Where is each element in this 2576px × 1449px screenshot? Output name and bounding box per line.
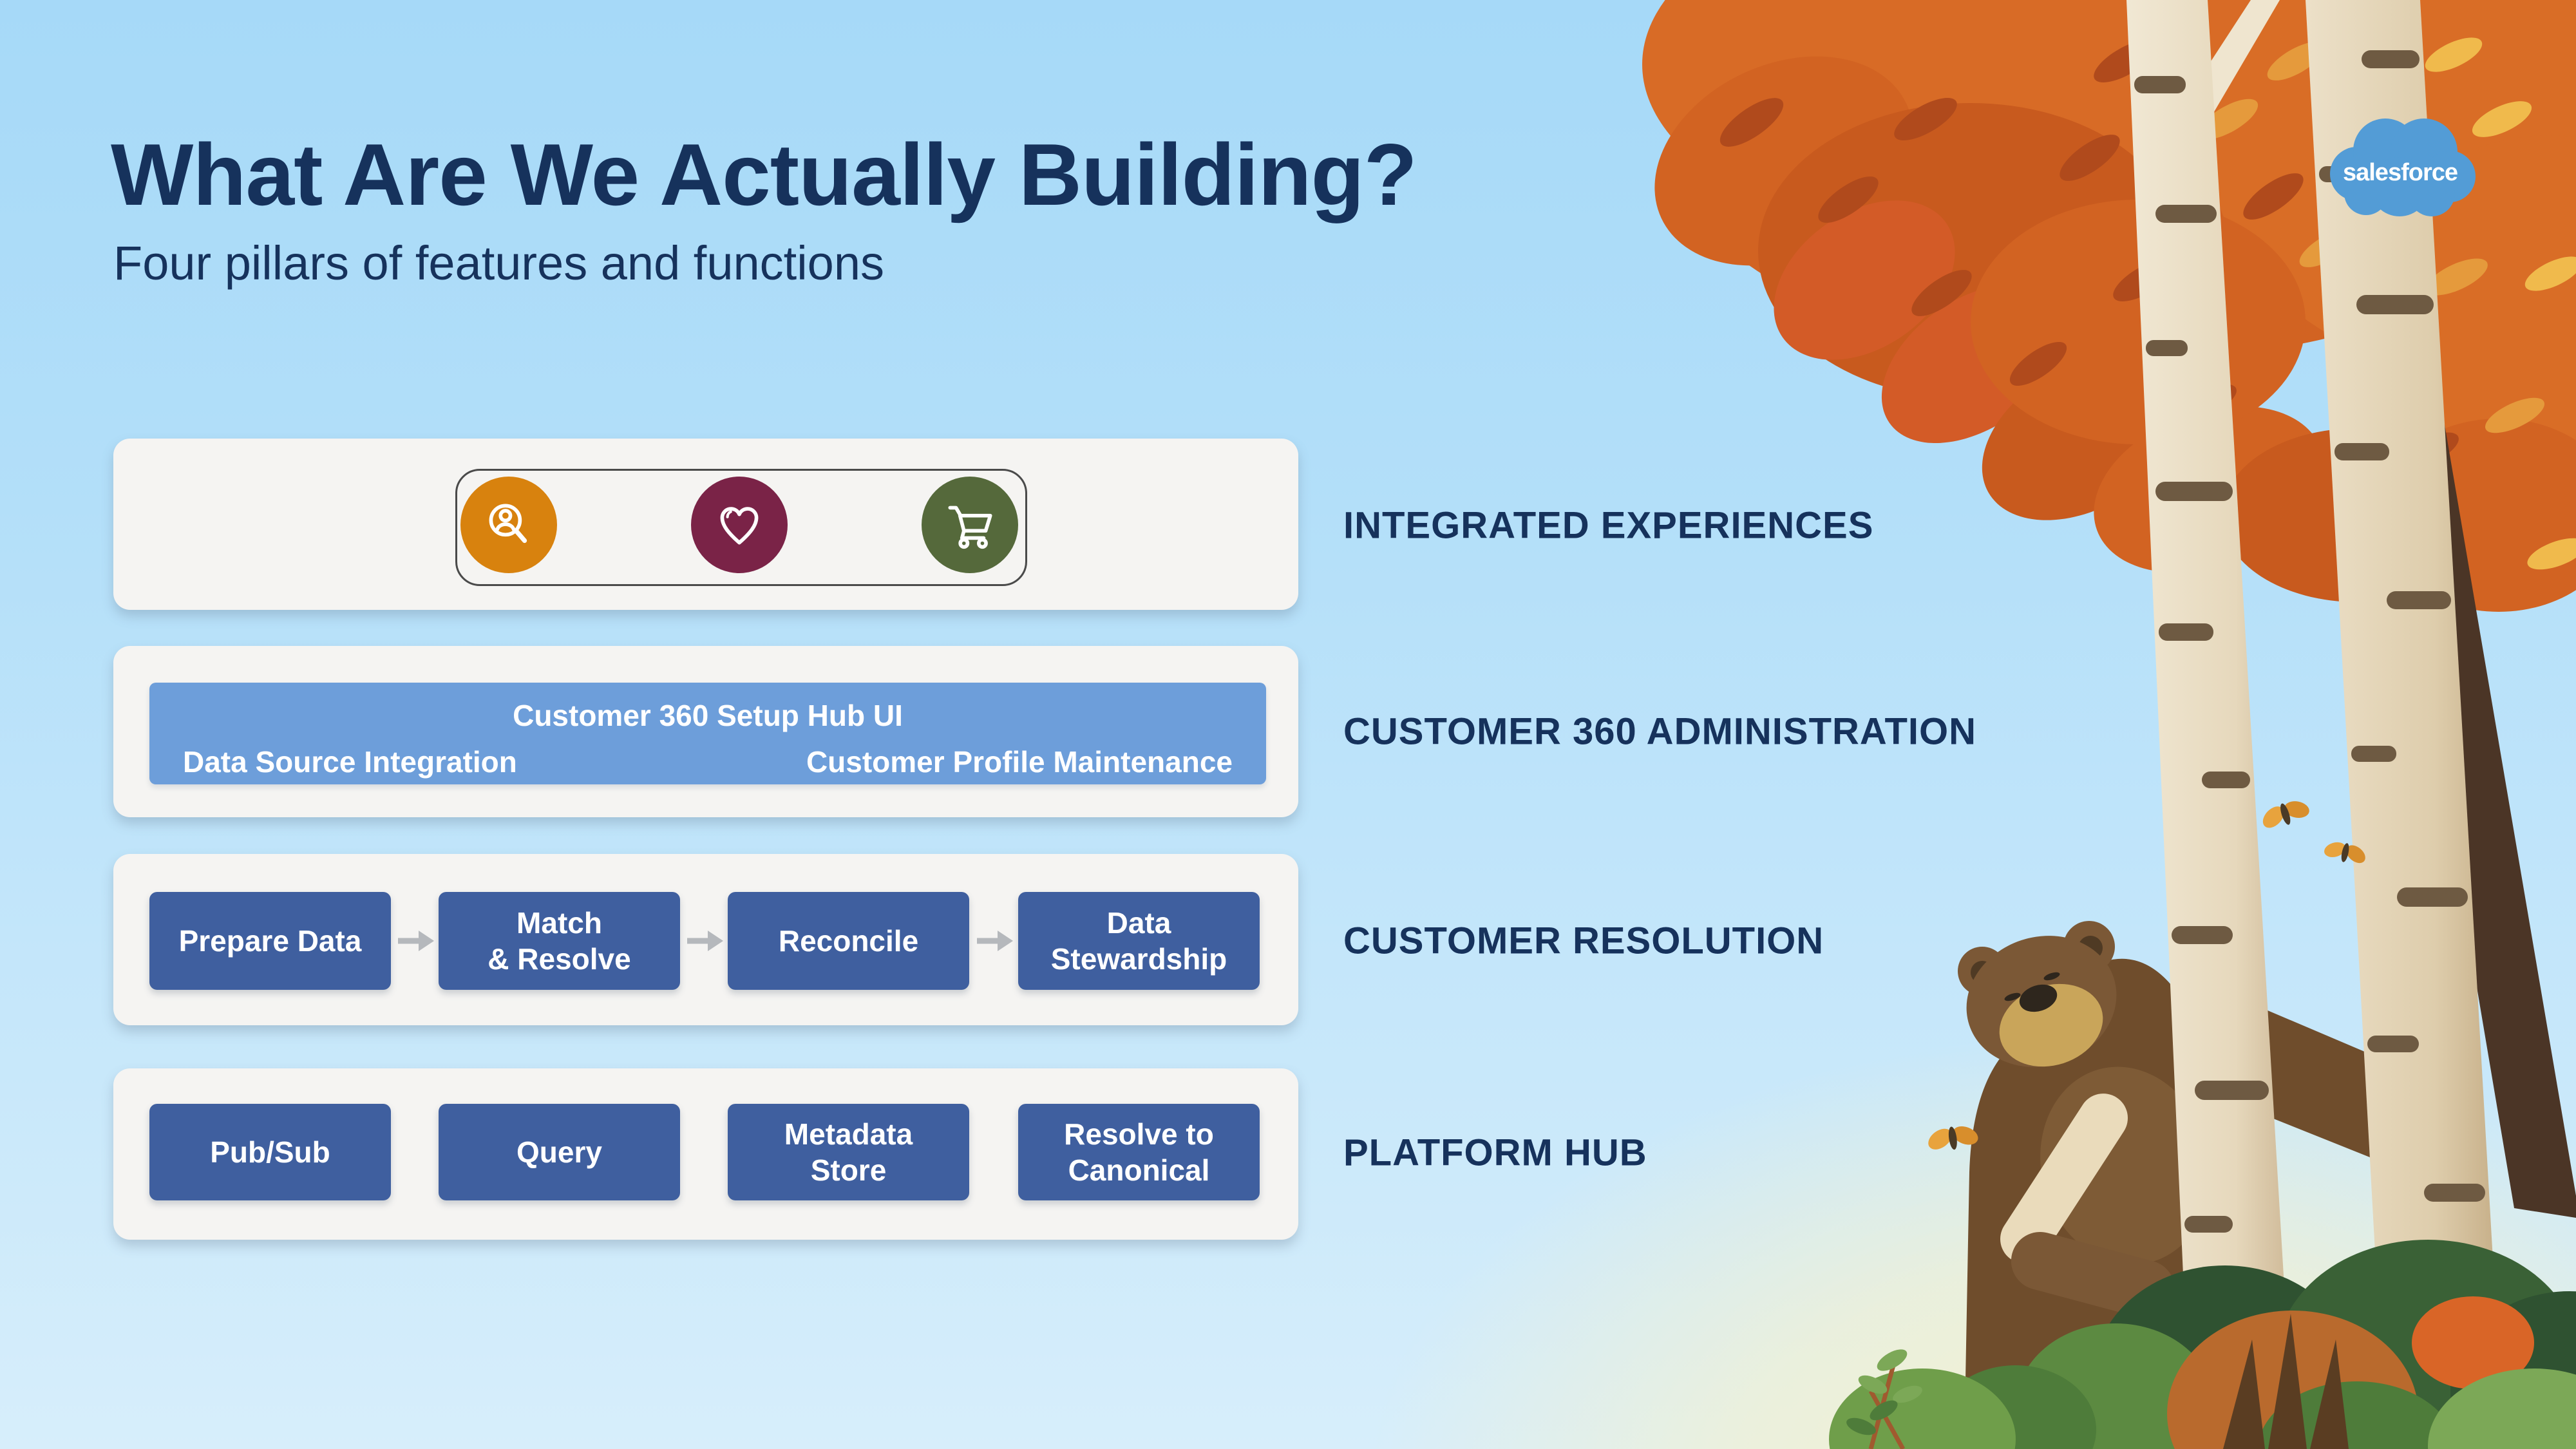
setup-hub-box: Customer 360 Setup Hub UI Data Source In… xyxy=(149,683,1266,784)
step-reconcile: Reconcile xyxy=(728,892,969,990)
module-resolve-to-canonical: Resolve to Canonical xyxy=(1018,1104,1260,1200)
cart-icon xyxy=(948,506,992,549)
page-title: What Are We Actually Building? xyxy=(111,126,1417,223)
step-match-resolve: Match & Resolve xyxy=(439,892,680,990)
hub-left-label: Data Source Integration xyxy=(183,745,517,779)
module-query: Query xyxy=(439,1104,680,1200)
experiences-icon-frame xyxy=(455,469,1027,586)
bushes-illustration xyxy=(1829,1240,2576,1449)
cart-badge xyxy=(922,477,1018,573)
birch-trunk-left xyxy=(2126,0,2294,1449)
module-pub-sub: Pub/Sub xyxy=(149,1104,391,1200)
salesforce-logo-text: salesforce xyxy=(2343,159,2458,186)
flow-arrow-icon xyxy=(685,925,724,956)
pillar-label-customer-resolution: CUSTOMER RESOLUTION xyxy=(1343,920,1824,962)
heart-badge xyxy=(691,477,788,573)
heart-icon xyxy=(720,507,759,545)
step-data-stewardship: Data Stewardship xyxy=(1018,892,1260,990)
pillar-label-platform-hub: PLATFORM HUB xyxy=(1343,1132,1647,1174)
pillar-label-integrated-experiences: INTEGRATED EXPERIENCES xyxy=(1343,504,1874,547)
user-search-icon xyxy=(489,504,527,544)
flow-arrow-icon xyxy=(974,925,1014,956)
user-search-badge xyxy=(460,477,557,573)
pillar-label-customer-360-administration: CUSTOMER 360 ADMINISTRATION xyxy=(1343,710,1977,753)
salesforce-cloud-icon xyxy=(2330,118,2476,216)
page-subtitle: Four pillars of features and functions xyxy=(113,236,884,290)
flow-arrow-icon xyxy=(395,925,435,956)
module-metadata-store: Metadata Store xyxy=(728,1104,969,1200)
step-prepare-data: Prepare Data xyxy=(149,892,391,990)
salesforce-logo: salesforce xyxy=(2324,115,2478,224)
hub-title: Customer 360 Setup Hub UI xyxy=(513,699,903,732)
hub-right-label: Customer Profile Maintenance xyxy=(806,745,1233,779)
